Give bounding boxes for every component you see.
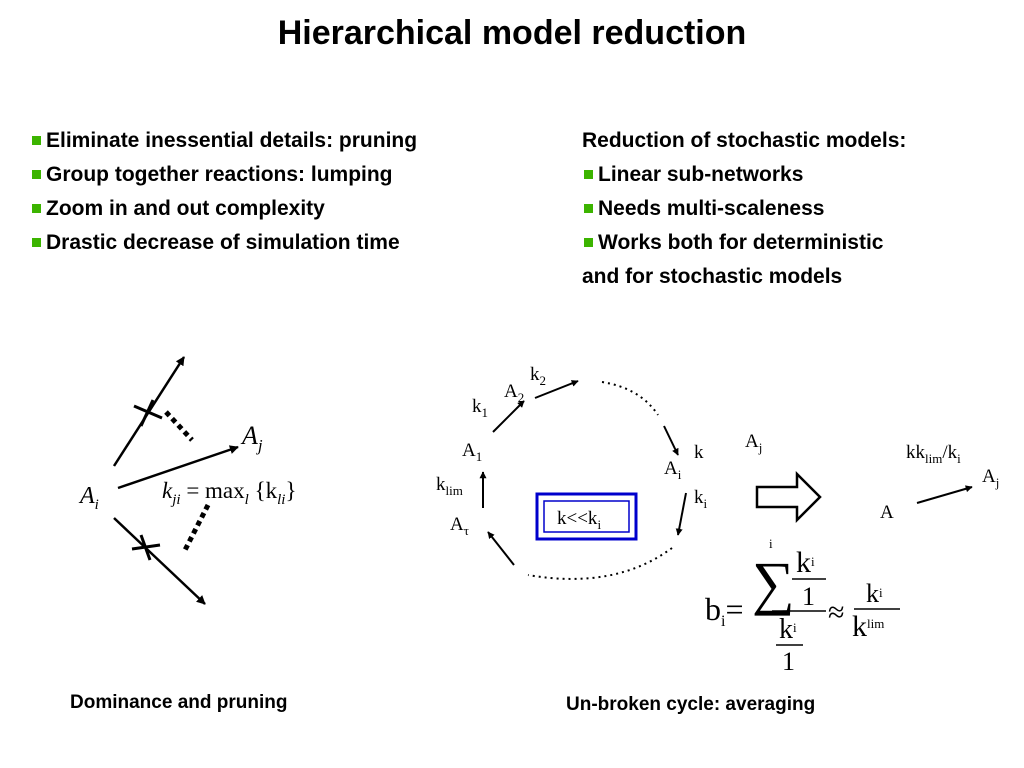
caption-right: Un-broken cycle: averaging — [566, 694, 816, 715]
bullet-square-icon — [584, 238, 593, 247]
left-bullet-2: Group together reactions: lumping — [30, 158, 530, 192]
arrow-to-atau — [487, 531, 515, 566]
arrow-to-ai — [663, 425, 679, 456]
right-continuation: and for stochastic models — [582, 265, 843, 288]
dominance-formula: kji = maxl {kli} — [162, 478, 297, 508]
dotted-line-lower — [181, 503, 211, 554]
sum-denominator-one: 1 — [782, 647, 795, 676]
dotted-arc-bottom — [527, 547, 673, 580]
label-k2: k2 — [530, 364, 546, 388]
condition-box-outer — [535, 492, 638, 541]
cycle-diagram: k2 A2 k1 A1 klim Aτ k Aj Ai ki k<<ki — [436, 364, 762, 580]
bullet-square-icon — [32, 170, 41, 179]
right-intro: Reduction of stochastic models: — [582, 129, 907, 152]
label-aj: Aj — [745, 431, 762, 455]
arrow-ai-down — [675, 492, 687, 536]
reduced-source-label: A — [880, 502, 894, 523]
arrow-a2-top — [534, 380, 579, 399]
sum-numerator-k: ki — [796, 546, 815, 579]
label-ki: ki — [694, 487, 708, 511]
caption-left: Dominance and pruning — [70, 692, 288, 713]
pruned-arrow-down — [113, 517, 206, 605]
reduction-arrow-icon — [755, 470, 822, 524]
bullet-square-icon — [584, 204, 593, 213]
left-bullet-list: Eliminate inessential details: pruning G… — [30, 124, 530, 260]
bullet-square-icon — [32, 238, 41, 247]
averaging-formula: bi= ∑ i ki 1 ki 1 ≈ ki klim — [705, 536, 900, 676]
sum-index-label: i — [769, 536, 773, 551]
label-atau: Aτ — [450, 514, 469, 538]
label-a2: A2 — [504, 381, 524, 405]
left-bullet-4: Drastic decrease of simulation time — [30, 226, 530, 260]
dotted-arc-top — [601, 381, 659, 416]
right-bullet-3: Works both for deterministic — [582, 226, 1002, 260]
label-a1: A1 — [462, 440, 482, 464]
label-k1: k1 — [472, 396, 488, 420]
formula-lhs: bi= — [705, 591, 744, 630]
sum-numerator-one: 1 — [802, 582, 815, 611]
condition-box-label: k<<ki — [557, 508, 601, 532]
right-bullet-1: Linear sub-networks — [582, 158, 1002, 192]
page-title: Hierarchical model reduction — [277, 14, 747, 52]
arrow-a1-a2 — [492, 400, 525, 433]
cross-mark-upper — [133, 399, 163, 427]
approx-sign: ≈ — [828, 596, 844, 629]
left-bullet-1: Eliminate inessential details: pruning — [30, 124, 530, 158]
source-node-label: Ai — [78, 483, 99, 513]
target-node-label: Aj — [240, 421, 263, 455]
label-ai: Ai — [664, 458, 682, 482]
bullet-square-icon — [584, 170, 593, 179]
approx-denominator: klim — [852, 610, 884, 643]
dotted-line-upper — [164, 410, 194, 442]
condition-box-inner — [543, 500, 630, 533]
sum-denominator-k: ki — [779, 614, 797, 645]
reduced-diagram: kklim/ki A Aj — [880, 442, 999, 523]
reduced-arrow — [916, 485, 973, 504]
bullet-square-icon — [32, 136, 41, 145]
sum-sign-icon: ∑ — [752, 550, 795, 616]
right-bullet-list: Reduction of stochastic models: Linear s… — [582, 124, 1002, 294]
right-bullet-2: Needs multi-scaleness — [582, 192, 1002, 226]
label-k: k — [694, 442, 704, 463]
pruning-diagram: Ai Aj kji = maxl {kli} — [78, 356, 297, 605]
reduced-target-label: Aj — [982, 466, 999, 490]
reduced-rate-label: kklim/ki — [906, 442, 961, 466]
label-klim: klim — [436, 474, 463, 498]
approx-numerator: ki — [866, 579, 883, 608]
bullet-square-icon — [32, 204, 41, 213]
dominant-arrow — [117, 445, 239, 490]
left-bullet-3: Zoom in and out complexity — [30, 192, 530, 226]
cross-mark-lower — [131, 534, 161, 561]
